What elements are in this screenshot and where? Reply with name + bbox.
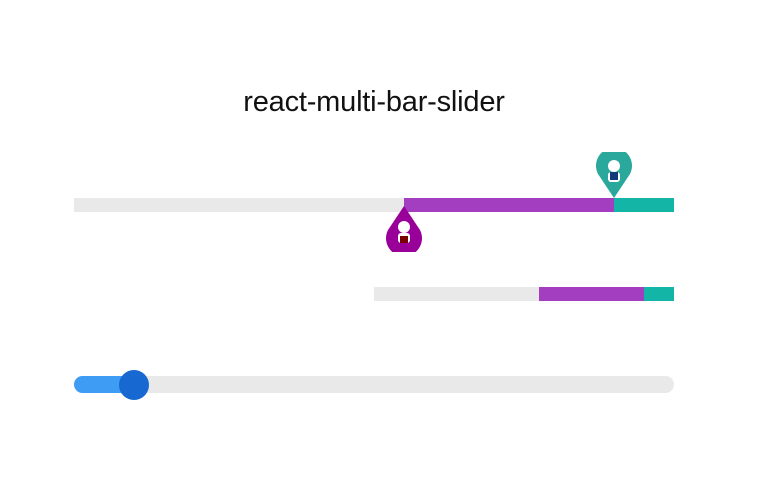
- multi-bar-slider[interactable]: [74, 198, 674, 212]
- pin-icon: [386, 206, 422, 257]
- teal-handle-pin-icon[interactable]: [594, 147, 634, 200]
- page-title: react-multi-bar-slider: [243, 86, 505, 118]
- purple-handle-pin-icon[interactable]: [384, 204, 424, 257]
- range-slider[interactable]: [74, 369, 674, 400]
- pin-icon: [596, 147, 632, 198]
- progress-segment-purple: [539, 287, 644, 301]
- range-slider-handle[interactable]: [119, 369, 149, 400]
- progress-segment-purple: [404, 198, 614, 212]
- mini-multi-bar-slider[interactable]: [374, 287, 674, 301]
- progress-segment-teal: [644, 287, 674, 301]
- progress-segment-teal: [614, 198, 674, 212]
